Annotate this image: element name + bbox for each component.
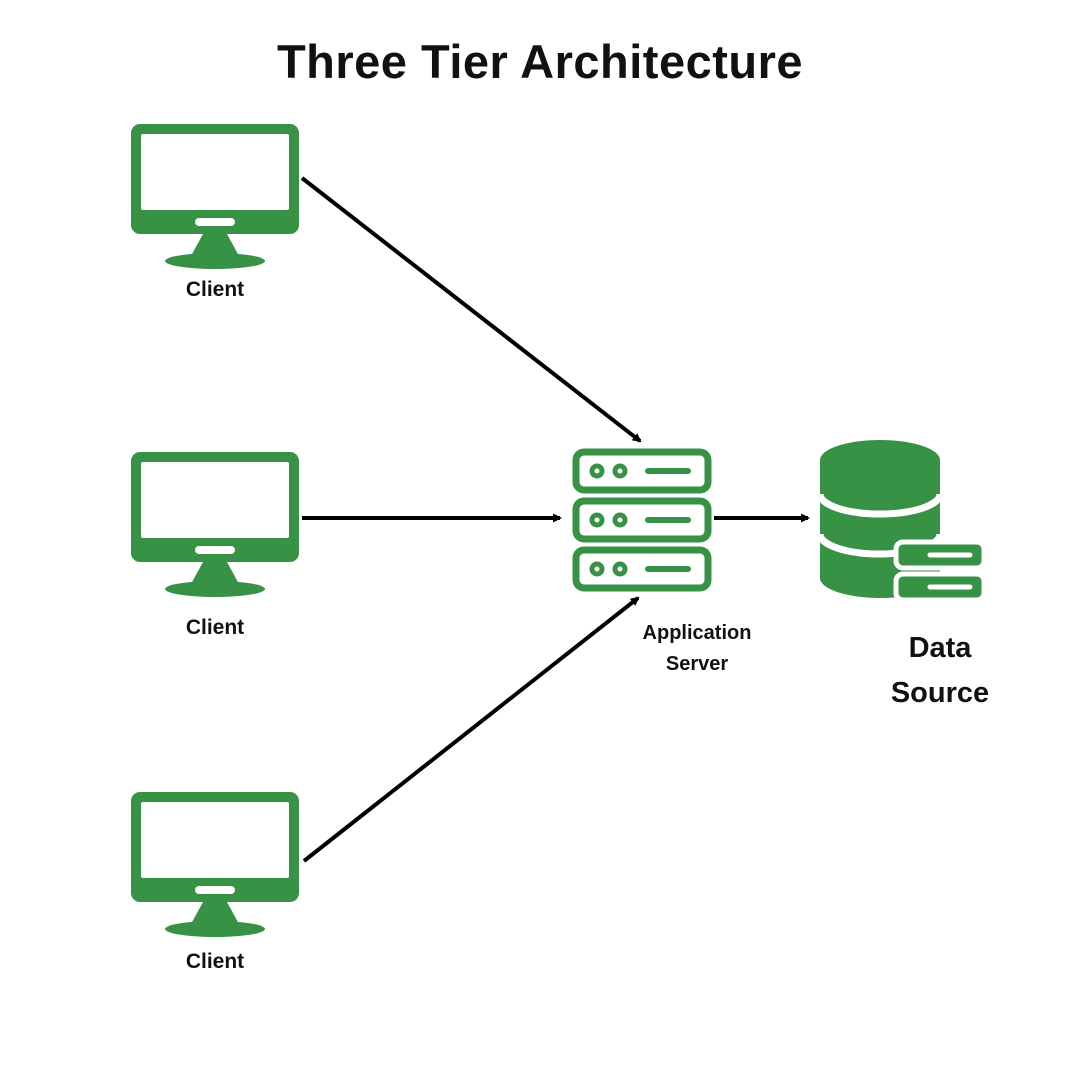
client1-label: Client (185, 278, 245, 301)
arrow-client1-to-server (300, 176, 642, 443)
data-source-label: Data Source (840, 626, 1040, 716)
server-stack-icon (572, 448, 712, 592)
monitor-icon (131, 124, 299, 269)
mini-server-icon (893, 539, 987, 603)
application-server-label-line1: Application (642, 622, 752, 644)
data-source-label-line1: Data (908, 632, 972, 664)
monitor-icon (131, 792, 299, 937)
diagram-title: Three Tier Architecture (276, 35, 804, 88)
client3-label: Client (185, 950, 245, 973)
data-source-label-line2: Source (890, 677, 990, 709)
database-icon (818, 440, 987, 603)
application-server-label-line2: Server (665, 653, 729, 675)
monitor-icon (131, 452, 299, 597)
application-server-label: Application Server (597, 618, 797, 680)
client2-label: Client (185, 616, 245, 639)
arrow-client3-to-server (302, 596, 640, 863)
